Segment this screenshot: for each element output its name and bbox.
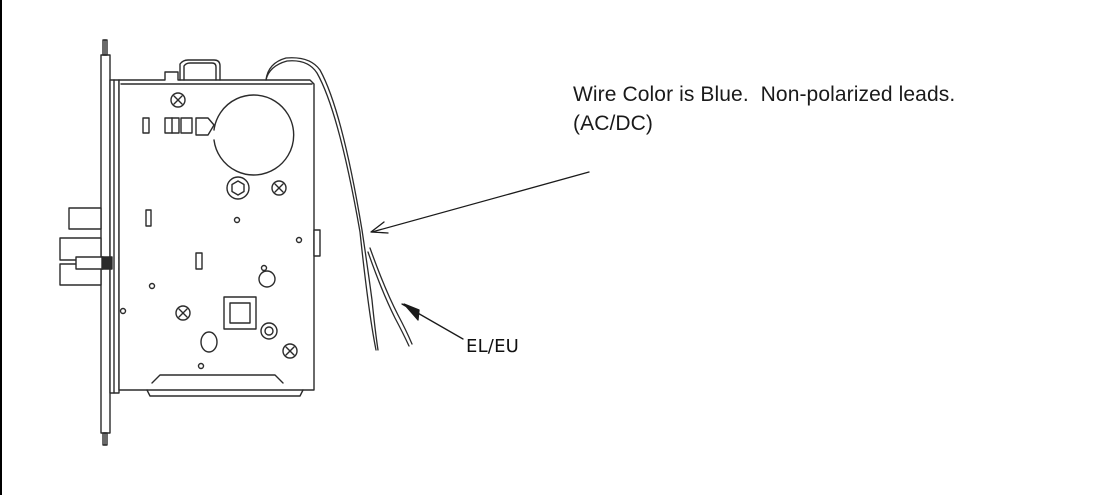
wire-color-text: Wire Color is Blue. Non-polarized leads. [573,83,956,106]
eleu-label: EL/EU [466,336,520,357]
slots [142,117,203,270]
wire-connector [313,229,321,257]
faceplate [100,39,111,446]
latch-assembly [59,207,135,286]
cam-cutout [195,94,295,176]
case-edge [109,79,120,394]
spindle-hub [226,176,250,200]
ac-dc-text: (AC/DC) [573,112,654,135]
square-hub [223,296,257,330]
holes [119,216,303,370]
wire-color-callout: Wire Color is Blue. Non-polarized leads.… [573,80,1093,138]
screws [170,92,298,359]
blue-wires [265,57,413,351]
eleu-callout-arrow [401,303,464,340]
wire-callout-arrow [370,171,590,234]
